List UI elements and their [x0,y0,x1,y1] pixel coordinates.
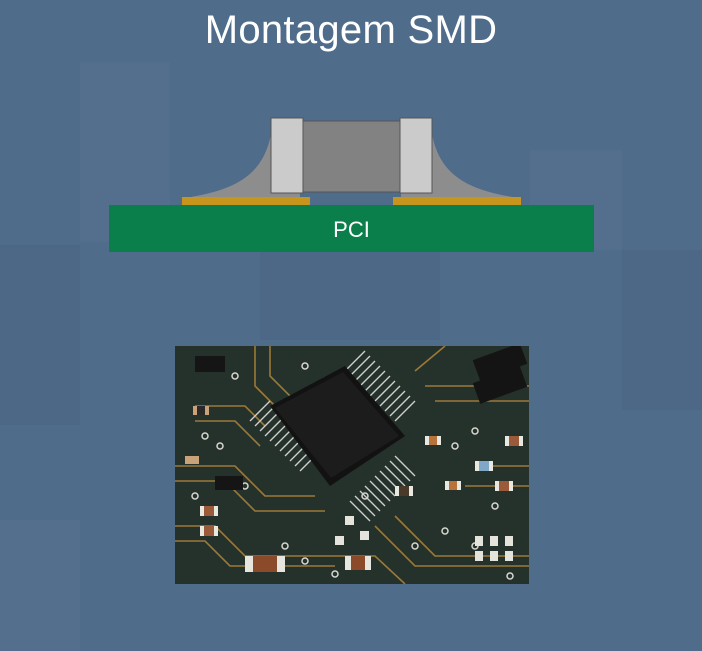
slide-title: Montagem SMD [204,8,498,52]
copper-pad-right [393,197,521,205]
pcb-label: PCI [333,217,370,242]
smd-mounting-diagram [109,117,594,252]
background-tile [0,520,80,651]
copper-pad-left [182,197,310,205]
component-terminal-left [270,117,304,194]
pcb-board [109,205,594,252]
component-terminal-right [399,117,433,194]
solder-fillet-right [401,128,519,198]
circuit-board-photo [175,346,529,584]
component-body [297,120,406,193]
